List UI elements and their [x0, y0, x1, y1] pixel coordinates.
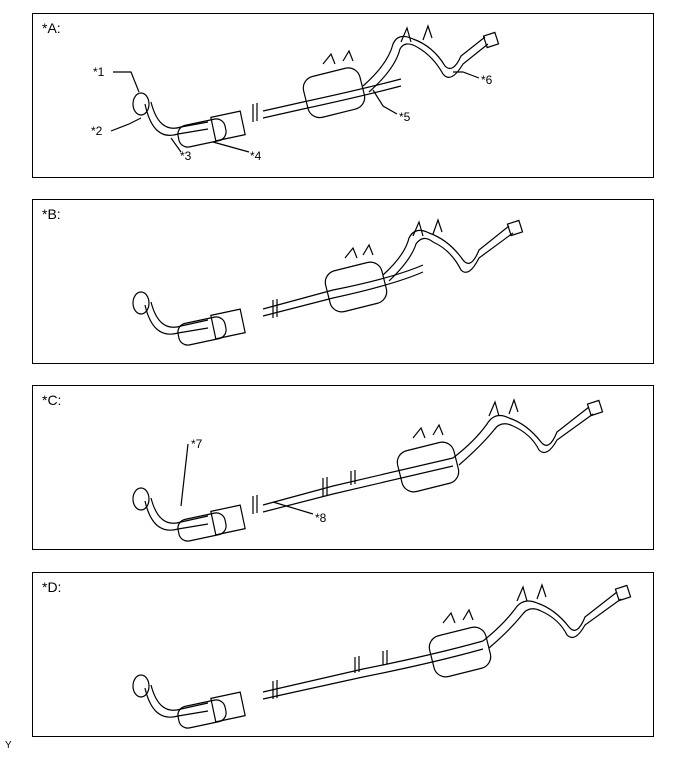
- panel-label-b: *B:: [42, 206, 61, 222]
- panel-label-c: *C:: [42, 392, 62, 408]
- panel-d: *D:: [32, 572, 654, 737]
- panel-c: *C: *7 *8: [32, 385, 654, 550]
- exhaust-diagram-a: *1 *2 *3 *4 *5 *6: [91, 24, 500, 163]
- exhaust-diagram-d: [132, 583, 632, 729]
- panel-label-d: *D:: [42, 579, 62, 595]
- exhaust-diagram-c: *7 *8: [132, 398, 604, 542]
- callout-7: *7: [191, 437, 203, 451]
- callout-6: *6: [481, 73, 493, 87]
- panel-b: *B:: [32, 199, 654, 364]
- exhaust-diagram-b: [132, 218, 524, 346]
- callout-8: *8: [315, 511, 327, 525]
- panel-a: *A:: [32, 13, 654, 178]
- callout-4: *4: [250, 149, 262, 163]
- figure-code: Y: [5, 740, 12, 751]
- callout-1: *1: [93, 65, 105, 79]
- callout-5: *5: [399, 110, 411, 124]
- callout-3: *3: [180, 149, 192, 163]
- callout-2: *2: [91, 124, 103, 138]
- panel-label-a: *A:: [42, 20, 61, 36]
